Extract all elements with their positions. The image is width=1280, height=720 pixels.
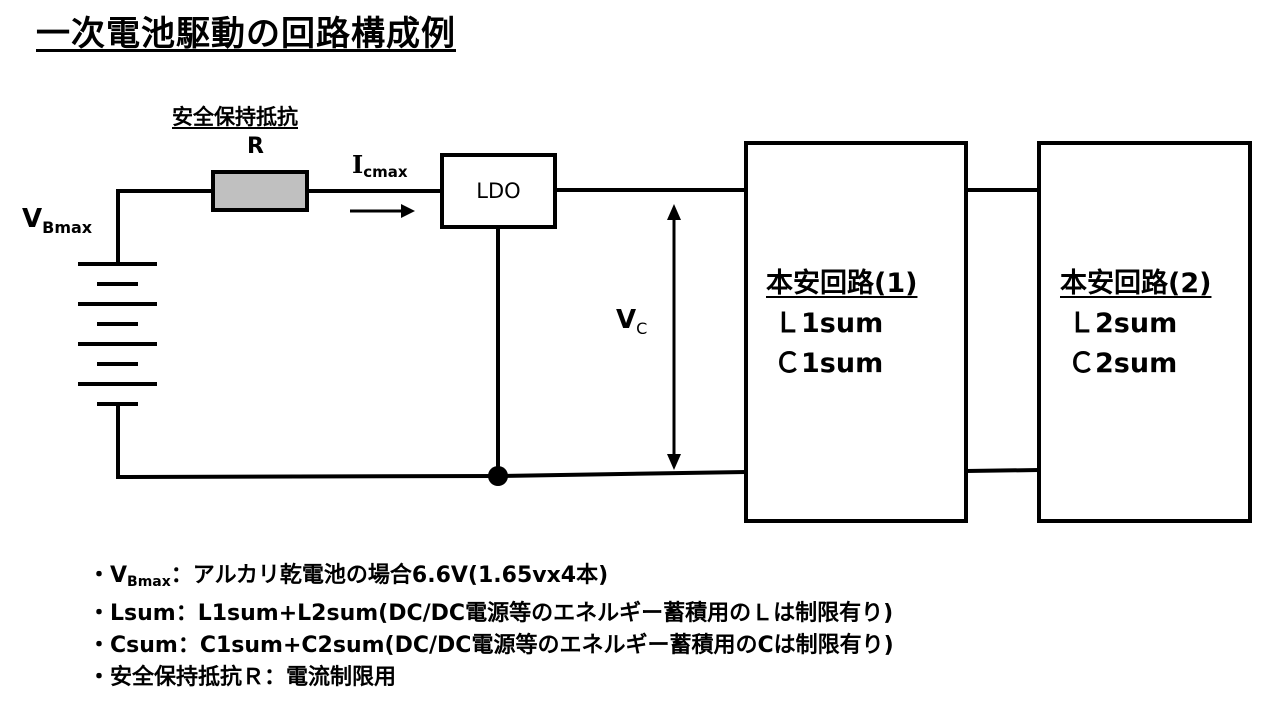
wire-battery-to-resistor bbox=[116, 189, 213, 264]
note-item: ・Csum：C1sum+C2sum(DC/DC電源等のエネルギー蓄積用のCは制限… bbox=[88, 630, 894, 662]
note-item: ・安全保持抵抗Ｒ：電流制限用 bbox=[88, 662, 894, 694]
block2-inductance: Ｌ2sum bbox=[1068, 308, 1178, 339]
block1-inductance: Ｌ1sum bbox=[774, 308, 884, 339]
vc-label-sub: C bbox=[636, 319, 648, 338]
current-label-main: I bbox=[352, 150, 364, 179]
wire-return bbox=[116, 404, 747, 480]
resistor-symbol bbox=[211, 170, 309, 212]
current-label-sub: cmax bbox=[363, 163, 408, 181]
bullet: ・ bbox=[88, 563, 111, 588]
note-term: Csum bbox=[110, 633, 178, 658]
battery-symbol bbox=[78, 262, 157, 406]
voltage-arrow-head-down bbox=[667, 454, 681, 470]
note-text: ：電流制限用 bbox=[264, 665, 397, 690]
resistor-label: R bbox=[247, 134, 264, 159]
note-term: V bbox=[110, 563, 128, 588]
note-text: ：C1sum+C2sum(DC/DC電源等のエネルギー蓄積用のCは制限有り) bbox=[177, 633, 894, 658]
note-item: ・Lsum：L1sum+L2sum(DC/DC電源等のエネルギー蓄積用のＬは制限… bbox=[88, 598, 894, 630]
vc-label-main: V bbox=[616, 305, 637, 335]
wire-block1-to-block2-bottom bbox=[965, 468, 1040, 473]
block2-capacitance: Ｃ2sum bbox=[1068, 348, 1178, 379]
block2-label: 本安回路(2) Ｌ2sum Ｃ2sum bbox=[1060, 264, 1211, 384]
battery-label-main: V bbox=[22, 204, 43, 234]
junction-dot bbox=[488, 466, 508, 486]
block2-heading: 本安回路(2) bbox=[1060, 268, 1212, 299]
note-text: ：L1sum+L2sum(DC/DC電源等のエネルギー蓄積用のＬは制限有り) bbox=[175, 601, 894, 626]
bullet: ・ bbox=[88, 665, 111, 690]
battery-voltage-label: VBmax bbox=[22, 204, 92, 237]
note-term-sub: Bmax bbox=[127, 574, 171, 590]
block1-capacitance: Ｃ1sum bbox=[774, 348, 884, 379]
note-term: Lsum bbox=[110, 601, 176, 626]
block2-box bbox=[1037, 141, 1252, 523]
note-term: 安全保持抵抗Ｒ bbox=[110, 665, 265, 690]
bullet: ・ bbox=[88, 633, 111, 658]
block1-box bbox=[744, 141, 968, 523]
bullet: ・ bbox=[88, 601, 111, 626]
output-voltage-label: VC bbox=[616, 305, 647, 338]
note-item: ・VBmax：アルカリ乾電池の場合6.6V(1.65vx4本) bbox=[88, 560, 894, 598]
battery-label-sub: Bmax bbox=[42, 218, 93, 237]
block1-label: 本安回路(1) Ｌ1sum Ｃ1sum bbox=[766, 264, 917, 384]
resistor-caption: 安全保持抵抗 bbox=[172, 105, 298, 129]
ldo-label: LDO bbox=[476, 179, 521, 203]
notes-list: ・VBmax：アルカリ乾電池の場合6.6V(1.65vx4本) ・Lsum：L1… bbox=[88, 560, 894, 694]
current-label: Icmax bbox=[352, 150, 408, 181]
page-title: 一次電池駆動の回路構成例 bbox=[36, 14, 456, 54]
voltage-arrow-head-up bbox=[667, 204, 681, 220]
note-text: ：アルカリ乾電池の場合6.6V(1.65vx4本) bbox=[170, 563, 609, 588]
block1-heading: 本安回路(1) bbox=[766, 268, 918, 299]
